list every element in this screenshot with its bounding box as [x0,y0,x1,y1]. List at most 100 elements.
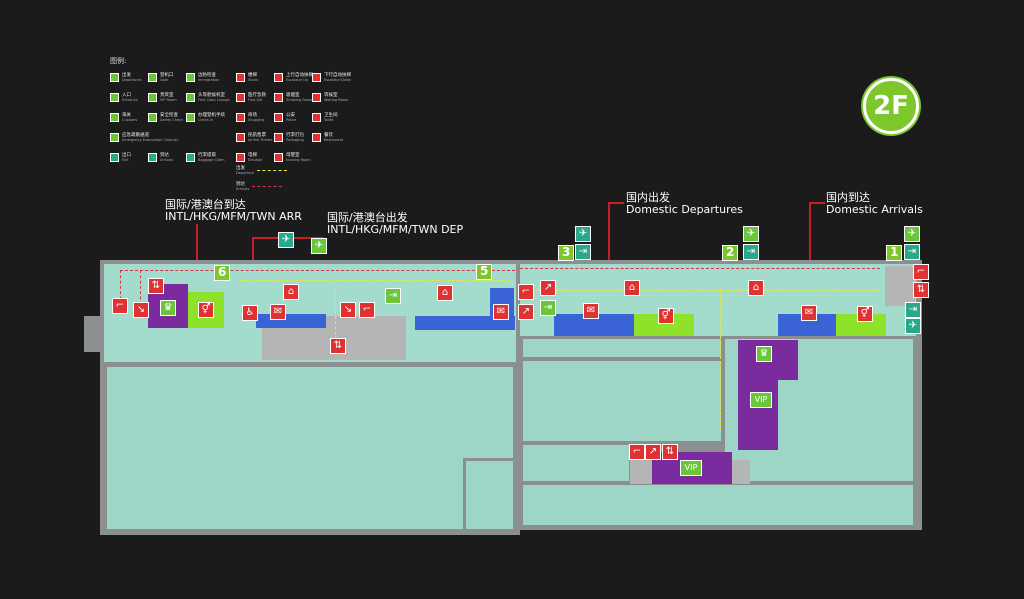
callout-intl-departure: 国际/港澳台出发 INTL/HKG/MFM/TWN DEP [327,212,463,236]
legend-en: Restaurant [324,138,344,142]
police-icon [274,113,283,122]
legend-zh: 医疗急救 [248,93,266,98]
departure-icon [110,73,119,82]
toilet-icon: ⚥ [857,306,873,322]
toilet-icon [312,113,321,122]
toilet-icon: ⚥ [198,302,214,318]
arrival-route [520,268,880,269]
first-aid-icon [236,93,245,102]
legend-en: Nursing Room [286,158,311,162]
legend-zh: 吸烟室 [286,93,300,98]
legend-en: Shopping [248,118,265,122]
legend-en: Toilet [324,118,334,122]
shopping-icon: ⌂ [437,285,453,301]
legend-en: Departure [236,171,254,175]
vip-icon: VIP [680,460,702,476]
legend-en: Escalator Down [324,78,352,82]
tickets-icon: ✉ [583,303,599,319]
legend-en: Stairs [248,78,258,82]
legend-en: Baggage Claim [198,158,225,162]
checkin-counter [554,314,634,336]
toilet-zone [634,314,694,336]
floor-badge: 2F [863,78,919,134]
immigration-icon [186,73,195,82]
legend-en: Check-in [198,118,214,122]
callout-domestic-arrivals: 国内到达 Domestic Arrivals [826,192,923,216]
vip-icon [148,93,157,102]
security-icon [148,113,157,122]
legend-en: First Aid [248,98,263,102]
room [520,358,724,444]
toilet-zone [836,314,886,336]
vip-icon: VIP [750,392,772,408]
leader-line [809,202,825,204]
legend-zh: 公安 [286,113,295,118]
legend-zh: 行李打包 [286,133,304,138]
checkin-counter [256,314,326,328]
elevator-icon: ⇅ [148,278,164,294]
departure-route [240,280,510,281]
wall [463,458,466,532]
gate-1[interactable]: 1 [886,245,903,261]
legend-en: Immigration [198,78,220,82]
legend-en: Police [286,118,297,122]
callout-intl-arrival: 国际/港澳台到达 INTL/HKG/MFM/TWN ARR [165,199,302,223]
legend-zh: 出口 [122,153,131,158]
legend-zh: 入口 [122,93,131,98]
smoking-icon [274,93,283,102]
gate-6[interactable]: 6 [214,265,231,281]
callout-domestic-departures: 国内出发 Domestic Departures [626,192,743,216]
legend-zh: 头等舱候机室 [198,93,225,98]
stairs-icon: ⌐ [359,302,375,318]
gate-5[interactable]: 5 [476,264,493,280]
legend-zh: 上行自动扶梯 [286,73,313,78]
legend-en: Escalator Up [286,78,309,82]
departure-icon: ✈ [743,226,759,242]
toilet-icon: ⚥ [658,308,674,324]
legend-en: Departures [122,78,142,82]
legend-en: Waiting Room [324,98,349,102]
legend-en: Airline Tickets [248,138,273,142]
entrance-icon [110,93,119,102]
legend-zh: 边防检查 [198,73,216,78]
legend-zh: 母婴室 [286,153,300,158]
stairs-icon: ⌐ [913,264,929,280]
gate-2[interactable]: 2 [722,245,739,261]
emergency-exit-icon [110,133,119,142]
escalator-up-icon: ↗ [540,280,556,296]
tickets-icon [236,133,245,142]
arrival-icon: ✈ [575,226,591,242]
gate-3[interactable]: 3 [558,245,575,261]
legend-en: Smoking Room [286,98,313,102]
leader-line [196,224,198,268]
legend-zh: 商场 [248,113,257,118]
legend-en: Customs [122,118,138,122]
route-line-sample [252,186,283,187]
legend-en: Elevator [248,158,263,162]
arrival-icon [148,153,157,162]
